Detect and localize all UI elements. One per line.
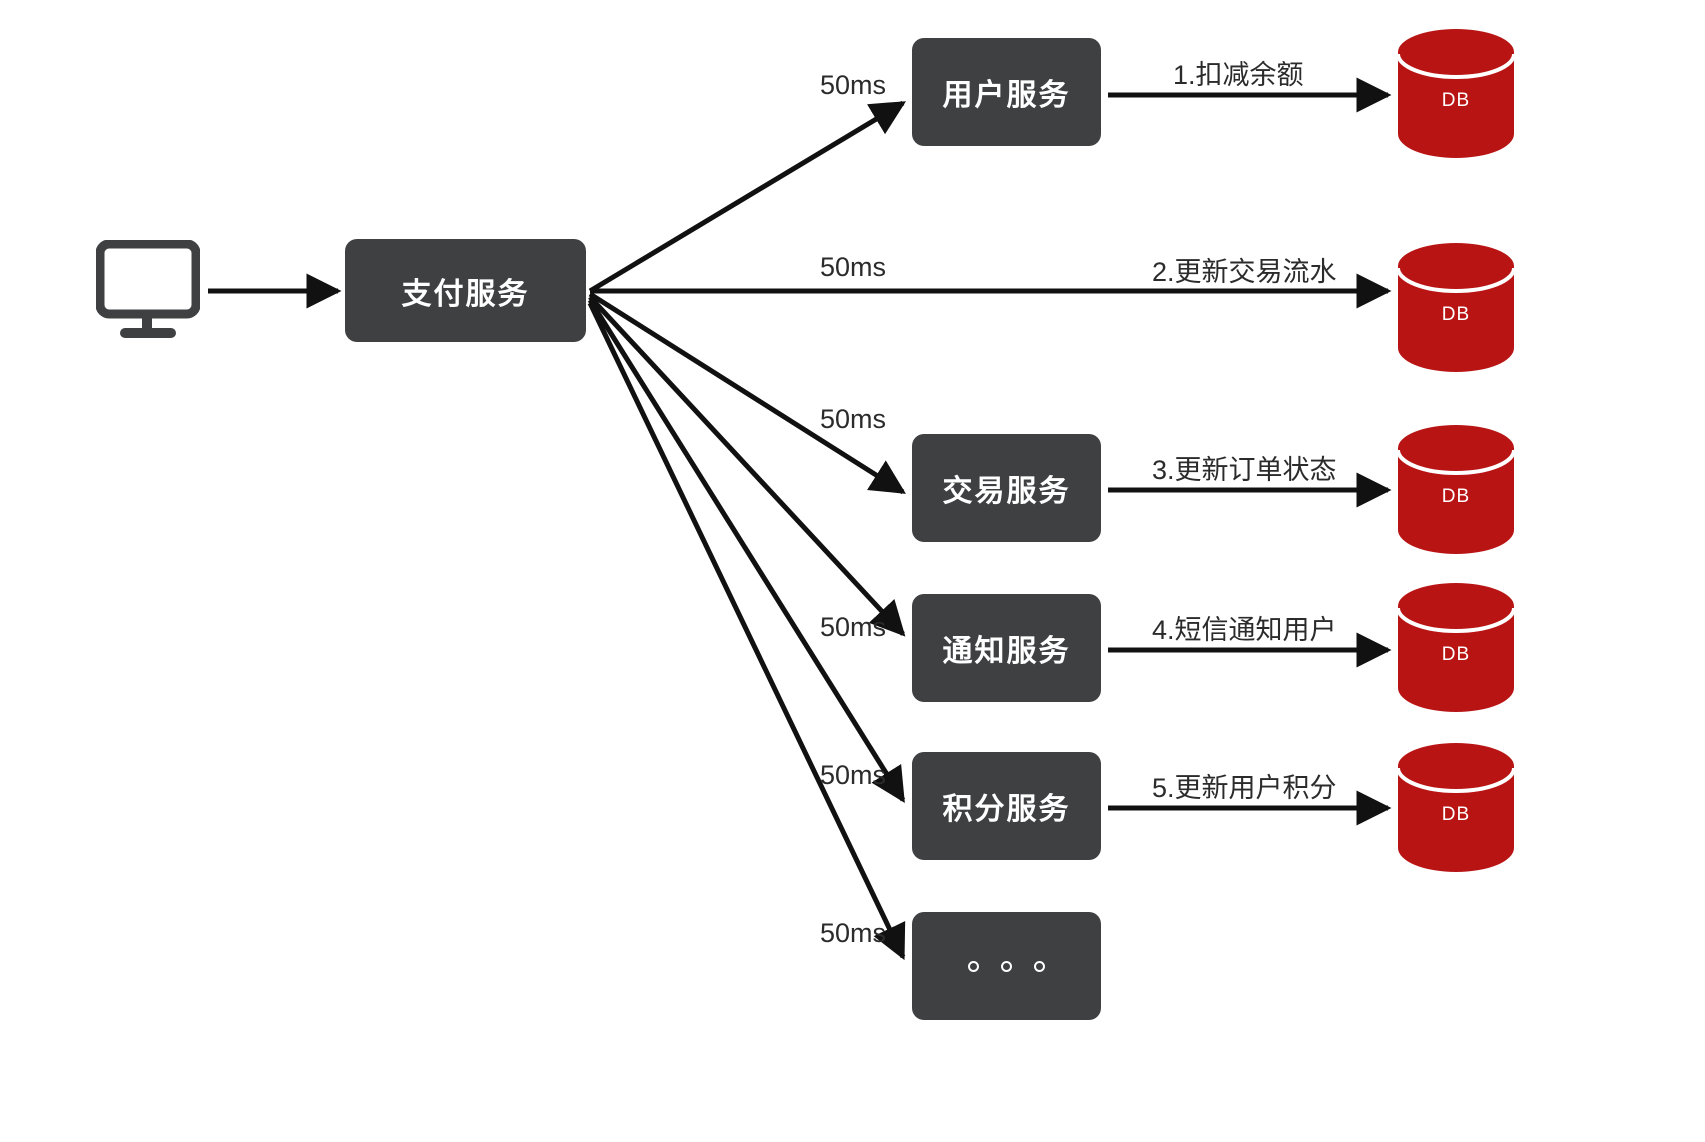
service-box-more[interactable]	[912, 912, 1101, 1020]
service-label: 支付服务	[401, 277, 530, 311]
latency-label-row2: 50ms	[820, 252, 887, 282]
service-box-payment[interactable]: 支付服务	[345, 239, 586, 342]
service-label: 用户服务	[942, 79, 1071, 112]
latency-label-row1: 50ms	[820, 70, 887, 100]
service-box-points[interactable]: 积分服务	[912, 752, 1101, 860]
db-label: DB	[1441, 304, 1471, 325]
edge-hub-to-row3	[588, 291, 906, 495]
service-box-notification[interactable]: 通知服务	[912, 594, 1101, 702]
operation-label-row2: 2.更新交易流水	[1152, 257, 1337, 287]
dot-3	[1034, 960, 1045, 972]
database-cylinder-1[interactable]: DB	[1396, 28, 1516, 158]
operation-label-row1: 1.扣减余额	[1173, 60, 1304, 90]
operation-label-row3: 3.更新订单状态	[1152, 455, 1337, 485]
database-cylinder-2[interactable]: DB	[1396, 242, 1516, 372]
database-cylinder-3[interactable]: DB	[1396, 424, 1516, 554]
database-cylinder-5[interactable]: DB	[1396, 742, 1516, 872]
dot-1	[968, 960, 979, 972]
operation-label-row4: 4.短信通知用户	[1152, 615, 1337, 645]
service-box-user[interactable]: 用户服务	[912, 38, 1101, 146]
latency-label-row6: 50ms	[820, 918, 887, 948]
db-label: DB	[1441, 90, 1471, 111]
service-box-transaction[interactable]: 交易服务	[912, 434, 1101, 542]
service-label: 积分服务	[942, 793, 1071, 826]
ellipsis-dots	[968, 960, 1045, 972]
service-label: 通知服务	[942, 635, 1071, 668]
monitor-icon	[95, 239, 201, 340]
service-label: 交易服务	[942, 475, 1071, 508]
latency-label-row5: 50ms	[820, 760, 887, 790]
database-cylinder-4[interactable]: DB	[1396, 582, 1516, 712]
dot-2	[1001, 960, 1012, 972]
edge-hub-to-row5	[587, 298, 906, 803]
db-label: DB	[1441, 804, 1471, 825]
db-label: DB	[1441, 644, 1471, 665]
operation-label-row5: 5.更新用户积分	[1152, 773, 1337, 803]
latency-label-row3: 50ms	[820, 404, 887, 434]
latency-label-row4: 50ms	[820, 612, 887, 642]
db-label: DB	[1441, 486, 1471, 507]
edge-hub-to-row4	[588, 295, 906, 637]
